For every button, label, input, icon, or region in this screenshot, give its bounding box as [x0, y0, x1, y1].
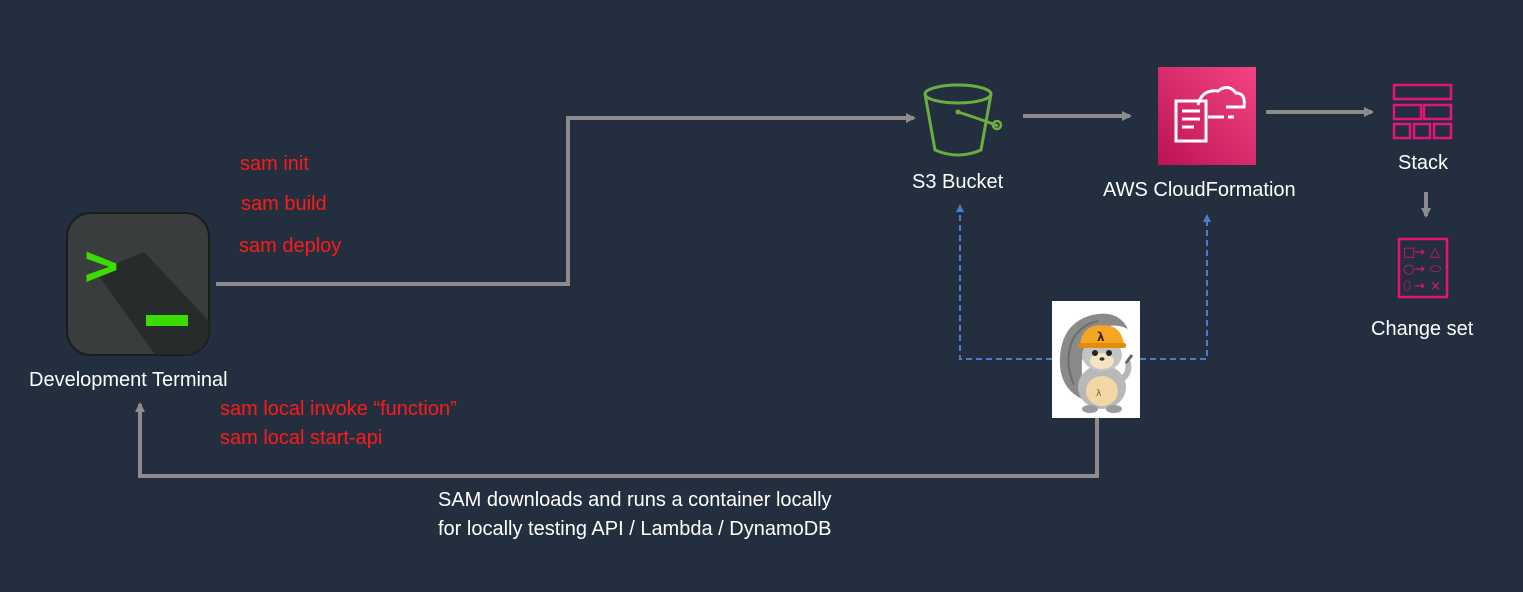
sam-squirrel-icon: λ λ: [1052, 301, 1140, 418]
terminal-icon: >: [66, 212, 210, 356]
changeset-row-2-arrow: →: [1414, 262, 1425, 277]
terminal-prompt-glyph: >: [84, 231, 119, 299]
terminal-label: Development Terminal: [29, 369, 228, 391]
changeset-row-3-to: ×: [1430, 279, 1441, 294]
cloudformation-label: AWS CloudFormation: [1103, 179, 1296, 201]
cloudformation-icon: [1158, 67, 1256, 165]
sam-hat-badge: λ: [1097, 330, 1105, 344]
changeset-row-2-from: ○: [1403, 262, 1414, 277]
dashed-sam-to-s3: [956, 204, 1052, 360]
arrow-sam-to-terminal: [135, 402, 1099, 478]
stack-icon: [1392, 83, 1453, 140]
s3-label: S3 Bucket: [912, 171, 1004, 193]
changeset-row-1-from: □: [1403, 245, 1415, 260]
command-sam-init: sam init: [240, 153, 309, 175]
changeset-label: Change set: [1371, 318, 1474, 340]
caption-line-2: for locally testing API / Lambda / Dynam…: [438, 518, 832, 540]
changeset-row-3-from: ⬯: [1403, 279, 1411, 294]
arrow-terminal-to-s3: [216, 113, 916, 286]
bucket-icon: [923, 83, 1003, 157]
changeset-row-3-arrow: →: [1414, 279, 1425, 294]
command-sam-local-invoke: sam local invoke “function”: [220, 398, 457, 420]
changeset-row-2-to: ⬭: [1430, 262, 1441, 277]
command-sam-local-start-api: sam local start-api: [220, 427, 383, 449]
terminal-cursor: [146, 315, 188, 326]
command-sam-deploy: sam deploy: [239, 235, 342, 257]
stack-label: Stack: [1398, 152, 1449, 174]
changeset-icon: □ → △ ○ → ⬭ ⬯ → ×: [1397, 237, 1449, 299]
caption-line-1: SAM downloads and runs a container local…: [438, 489, 832, 511]
dashed-sam-to-cloudformation: [1140, 214, 1211, 360]
changeset-row-1-to: △: [1430, 245, 1440, 260]
command-sam-build: sam build: [241, 193, 327, 215]
changeset-row-1-arrow: →: [1414, 245, 1425, 260]
svg-text:λ: λ: [1096, 389, 1102, 399]
